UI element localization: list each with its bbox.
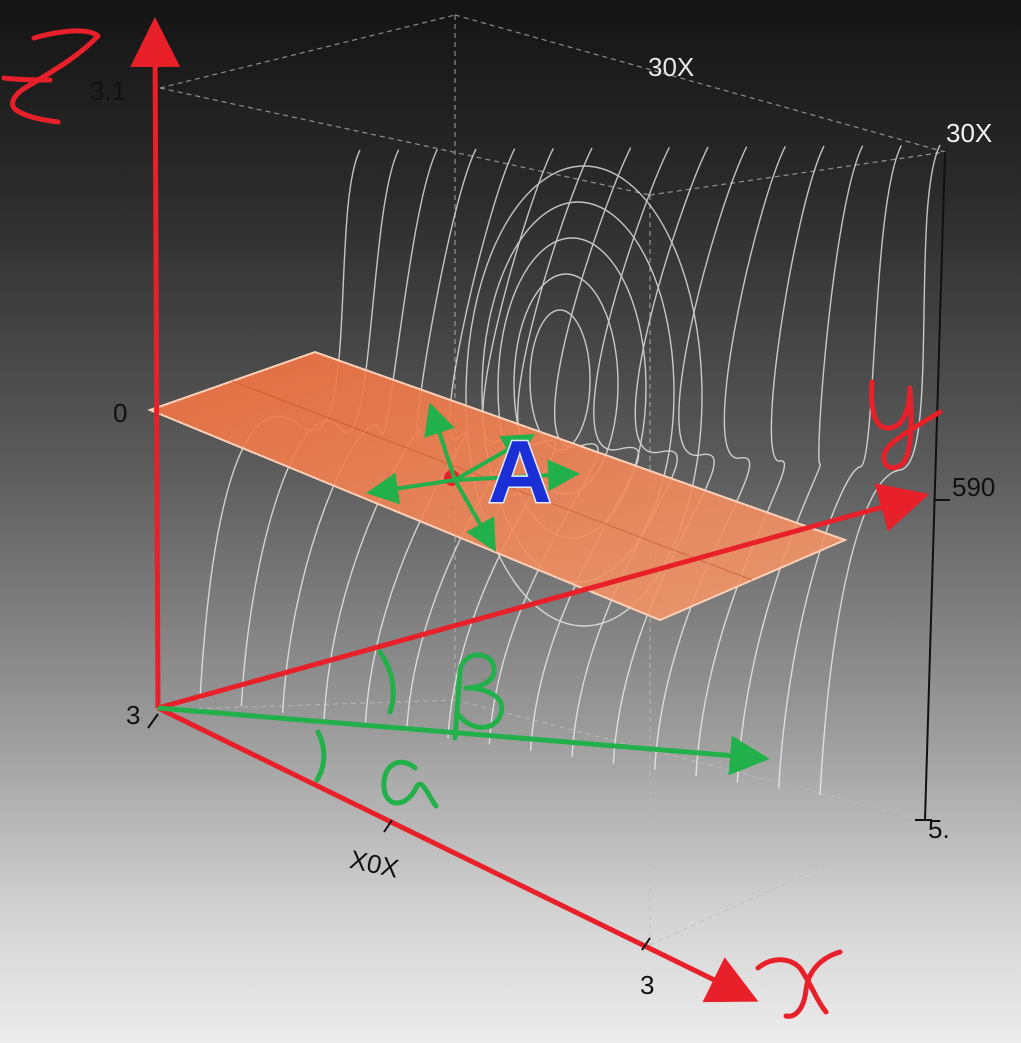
y-letter <box>869 379 943 471</box>
x-letter <box>755 949 843 1019</box>
x-axis <box>156 705 759 1003</box>
top-back-label: 30X <box>648 52 694 82</box>
z-axis <box>130 17 181 709</box>
y-axis <box>157 483 930 711</box>
plane-centerline <box>231 380 753 581</box>
x-tick-mid <box>383 819 393 833</box>
beta-symbol <box>452 652 505 741</box>
top-right-label: 30X <box>946 118 992 148</box>
surface-contour-line <box>571 146 709 758</box>
surface-contour-loop <box>465 165 703 627</box>
x-mid-label: X0X <box>347 844 401 884</box>
surface-contour-line <box>819 144 941 796</box>
point-a-label: A <box>488 422 552 521</box>
surface-contour-line <box>777 145 902 789</box>
z-letter <box>1 28 101 125</box>
surface-contour-line <box>736 145 864 783</box>
origin-label: 3 <box>126 700 140 730</box>
right-bottom-label: 5. <box>928 814 950 844</box>
surface-contour-line <box>529 147 670 751</box>
x-tick-end <box>641 937 651 951</box>
origin-tick <box>147 713 159 729</box>
surface-contour-line <box>695 145 825 777</box>
right-mid-label: 590 <box>952 472 995 502</box>
bounding-box <box>159 14 946 946</box>
projection-vector <box>157 705 770 776</box>
direction-arrows <box>366 402 580 552</box>
beta-arc <box>377 649 396 715</box>
z-top-label: 3.1 <box>90 76 126 106</box>
z-mid-label: 0 <box>113 398 127 428</box>
x-end-label: 3 <box>640 970 654 1000</box>
box-right-edge <box>924 151 946 821</box>
surface-contour-line <box>653 146 786 770</box>
alpha-arc <box>314 729 327 783</box>
alpha-symbol <box>381 759 439 809</box>
